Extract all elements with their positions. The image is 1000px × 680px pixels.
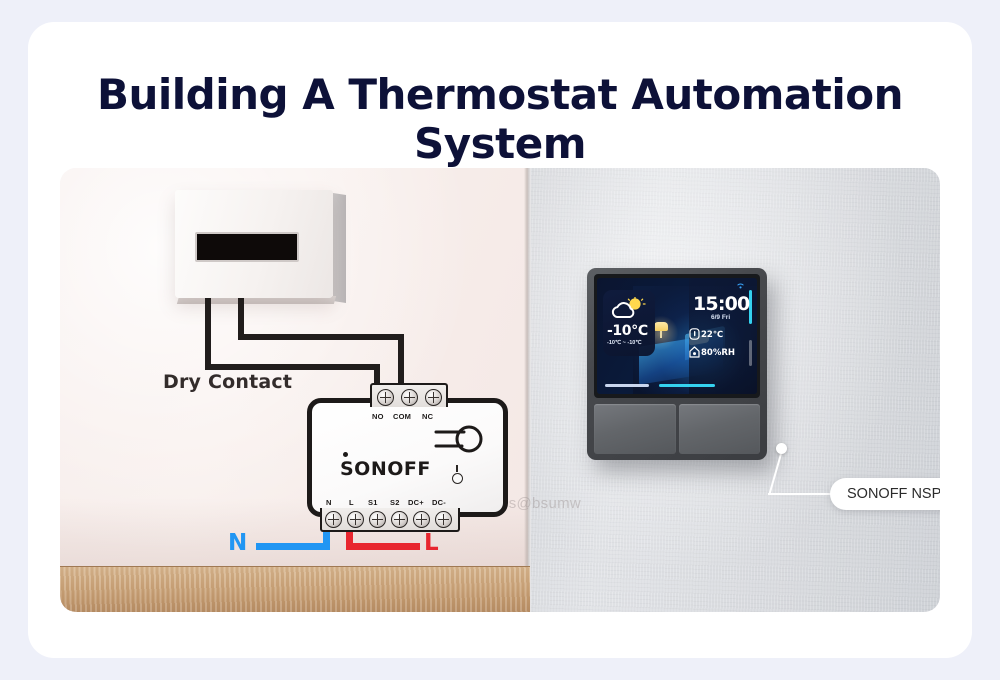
screw-terminal-nc [425,389,442,406]
terminal-label-dcminus: DC- [432,498,446,507]
weather-temperature: -10℃ [607,323,648,339]
brand-dot-icon [343,452,348,457]
terminal-label-dcplus: DC+ [408,498,424,507]
boiler-display-window [195,232,299,262]
diagram-photo: sales@bsumw Dry Contact [60,168,940,612]
nspanel-right-button[interactable] [678,404,760,454]
boiler-unit [175,190,333,298]
signal-wire-b-horz [238,334,404,340]
terminal-label-no: NO [372,412,384,421]
callout-label-nspanel: SONOFF NSPanel [830,478,940,510]
screw-terminal-dcminus [435,511,452,528]
screw-terminal-n [325,511,342,528]
sonoff-relay-module: NO COM NC SONOFF [307,383,508,532]
neutral-wire-run [256,543,330,550]
screen-indicator-left [605,384,649,387]
brightness-slider-track[interactable] [749,340,752,366]
nspanel-button-row [594,404,760,454]
weather-range: -10℃ ~ -10℃ [607,340,642,346]
screw-terminal-no [377,389,394,406]
indoor-temperature-reading: 22℃ [689,328,757,340]
terminal-label-s2: S2 [390,498,400,507]
screen-indicator-right [659,384,715,387]
screw-terminal-s2 [391,511,408,528]
screw-terminal-l [347,511,364,528]
live-wire-label: L [424,530,439,556]
weather-card[interactable]: -10℃ -10℃ ~ -10℃ [603,290,655,356]
bottom-terminal-block [320,508,460,532]
relay-icon [434,425,483,453]
indoor-temperature-value: 22℃ [701,330,724,340]
page-title: Building A Thermostat Automation System [96,70,904,168]
boiler-side-panel [333,192,346,304]
wifi-icon [737,283,744,289]
live-wire-drop [346,517,353,550]
content-card: Building A Thermostat Automation System … [28,22,972,658]
terminal-label-nc: NC [422,412,434,421]
signal-wire-b-drop [398,334,404,404]
signal-wire-b-vert [238,298,244,340]
terminal-label-n: N [326,498,332,507]
lamp-icon [654,322,668,331]
lamp-stem [660,330,662,338]
baseboard-grain [60,567,530,612]
screw-terminal-dcplus [413,511,430,528]
wall-seam [524,168,531,612]
callout-anchor-dot [776,443,787,454]
led-tick-icon [456,465,458,472]
brand-label: SONOFF [340,458,431,480]
nspanel-right-pane [689,278,757,394]
terminal-label-l: L [349,498,354,507]
brightness-slider-active[interactable] [749,290,752,324]
partly-cloudy-icon [611,297,646,318]
nspanel-screen[interactable]: -10℃ -10℃ ~ -10℃ 15:00 6/9 Fri 22℃ [597,278,757,394]
humidity-icon [689,346,700,358]
neutral-wire-label: N [228,530,248,556]
neutral-wire-drop [323,517,330,550]
clock-date: 6/9 Fri [711,314,731,321]
terminal-label-com: COM [393,412,412,421]
screw-terminal-s1 [369,511,386,528]
top-terminal-block [370,383,448,407]
led-indicator-icon [452,473,463,484]
callout-leader-horizontal [768,493,834,495]
terminal-label-s1: S1 [368,498,378,507]
dry-contact-label: Dry Contact [163,371,293,393]
indoor-humidity-value: 80%RH [701,348,736,358]
indoor-humidity-reading: 80%RH [689,346,757,358]
screw-terminal-com [401,389,418,406]
clock-time: 15:00 [693,293,750,315]
signal-wire-a-vert [205,298,211,370]
thermometer-icon [689,328,700,340]
sonoff-nspanel-device[interactable]: -10℃ -10℃ ~ -10℃ 15:00 6/9 Fri 22℃ [587,268,767,460]
wood-baseboard [60,566,530,612]
nspanel-left-button[interactable] [594,404,676,454]
signal-wire-a-horz [205,364,380,370]
live-wire-run [346,543,420,550]
